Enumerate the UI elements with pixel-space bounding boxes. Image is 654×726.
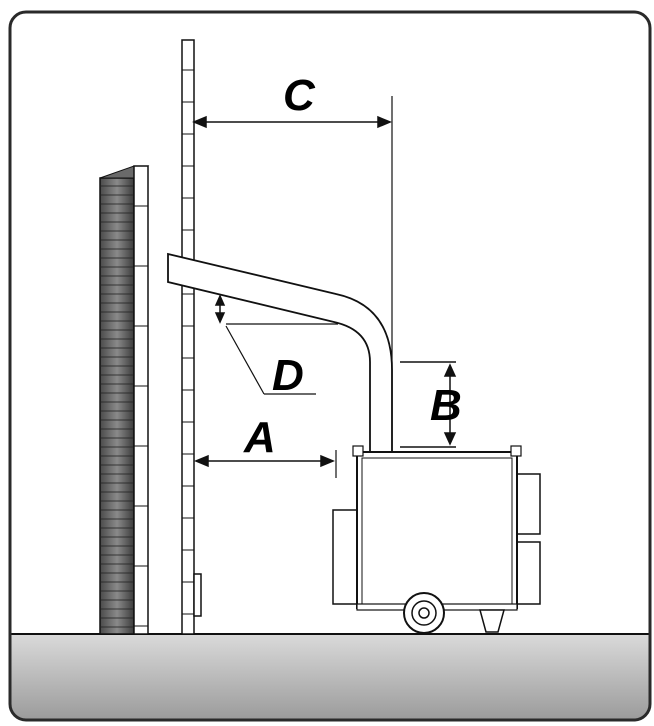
- ground: [10, 634, 650, 720]
- label-b: B: [430, 381, 462, 430]
- vertical-post: [181, 39, 202, 635]
- brick-wall: [99, 165, 150, 635]
- frame-border: [8, 10, 652, 722]
- label-d: D: [272, 351, 304, 400]
- label-c: C: [283, 71, 316, 120]
- dimension-b: [400, 361, 457, 448]
- heater-unit: [332, 445, 541, 634]
- dimension-c: [192, 96, 393, 452]
- label-a: A: [243, 413, 276, 462]
- dimension-d: [214, 294, 316, 395]
- dimension-a: [194, 450, 337, 478]
